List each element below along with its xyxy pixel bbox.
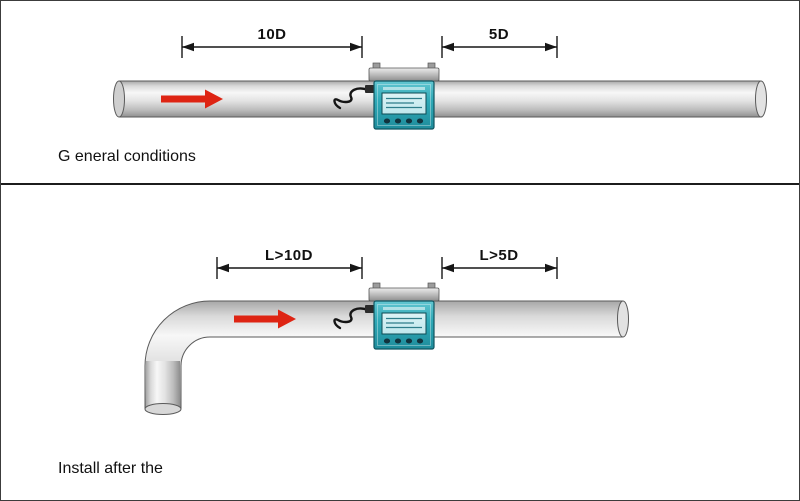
screen-text-lines [386, 317, 422, 329]
meter-face-frame [377, 304, 431, 346]
dimension-downstream: L>5D [441, 247, 558, 279]
meter-buttons [383, 338, 424, 344]
meter-connector [365, 305, 375, 313]
meter-label-strip [383, 87, 425, 90]
panel-caption-elbow: Install after the [58, 460, 163, 477]
dim-upstream-label: 10D [257, 26, 286, 43]
meter-clamp [368, 67, 440, 82]
meter-connector [365, 85, 375, 93]
panel-general-conditions: 10D 5D G eneral conditions [58, 26, 767, 165]
pipe-end-right [617, 300, 629, 338]
sensor-cable [333, 307, 370, 330]
dimension-upstream: L>10D [216, 247, 363, 279]
dimension-upstream: 10D [181, 26, 363, 58]
dim-downstream-label: L>5D [479, 247, 518, 264]
flow-direction-arrow-icon [234, 309, 296, 329]
pipe-end-bottom [144, 403, 182, 415]
panel-caption-general: G eneral conditions [58, 148, 196, 165]
meter-label-strip [383, 307, 425, 310]
flow-meter-icon [333, 282, 440, 350]
sensor-cable [333, 87, 370, 110]
panel-divider [1, 183, 799, 185]
pipe-end-right [755, 80, 767, 118]
pipe-elbow-body [144, 300, 624, 410]
flow-meter-icon [333, 62, 440, 130]
flow-direction-arrow-icon [161, 89, 223, 109]
dim-downstream-label: 5D [489, 26, 509, 43]
pipe-vertical-shading [146, 361, 180, 409]
dim-upstream-label: L>10D [265, 247, 313, 264]
pipe-end-left [113, 80, 125, 118]
pipe-straight [113, 80, 767, 118]
dimension-downstream: 5D [441, 26, 558, 58]
meter-face-frame [377, 84, 431, 126]
panel-install-after-elbow: L>10D L>5D Install after the [58, 247, 629, 477]
meter-clamp [368, 287, 440, 302]
pipe-elbow [144, 300, 629, 415]
meter-buttons [383, 118, 424, 124]
screen-text-lines [386, 97, 422, 109]
